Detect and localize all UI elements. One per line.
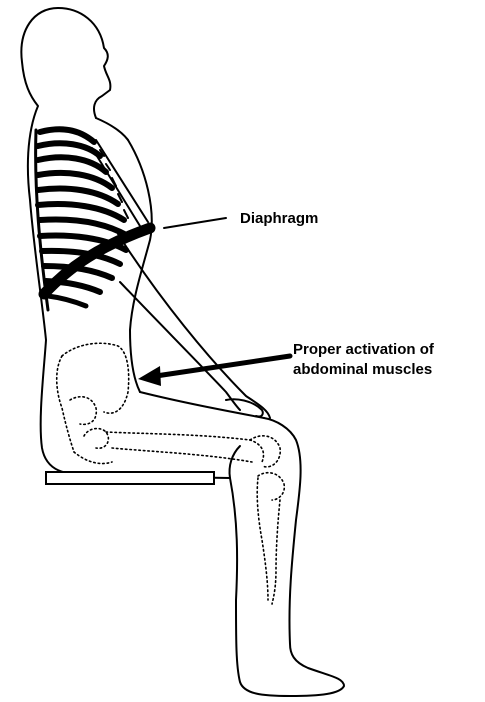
arm-outer-contour [118, 234, 270, 418]
tibia-dotted [257, 473, 284, 604]
femur-dotted [106, 432, 280, 467]
stool-seat [46, 472, 214, 484]
abdominal-muscles-label: Proper activation of abdominal muscles [293, 340, 434, 380]
diaphragm-pointer-line [164, 218, 226, 228]
abdominal-label-line1: Proper activation of [293, 340, 434, 360]
body-front-contour [96, 118, 128, 140]
arm-inner-contour [120, 282, 240, 410]
diaphragm-label-text: Diaphragm [240, 209, 318, 229]
diaphragm-label: Diaphragm [240, 209, 318, 229]
abdominal-label-line2: abdominal muscles [293, 360, 434, 380]
pelvis-dotted [57, 343, 129, 463]
inner-thigh-line [229, 446, 240, 478]
stool-seat-top [46, 472, 214, 484]
